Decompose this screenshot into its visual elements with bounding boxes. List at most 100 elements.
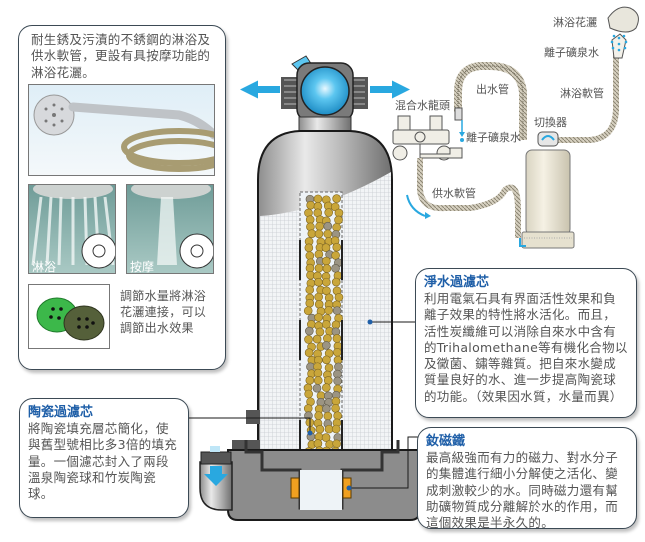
ceramic-ball bbox=[324, 306, 334, 315]
water-drops-icon bbox=[610, 34, 628, 52]
shower-feature-box: 耐生銹及污漬的不銹鋼的淋浴及供水軟管，更設有具按摩功能的淋浴花灑。 淋浴 bbox=[18, 25, 226, 370]
mixer-faucet-icon bbox=[392, 115, 463, 161]
label-ion-water-top: 離子礦泉水 bbox=[544, 46, 599, 59]
ceramic-ball bbox=[333, 376, 342, 386]
ceramic-ball bbox=[322, 256, 331, 266]
purify-filter-title: 淨水過濾芯 bbox=[424, 275, 490, 290]
ceramic-ball bbox=[322, 320, 331, 329]
ceramic-ball bbox=[323, 411, 333, 421]
ceramic-ball bbox=[312, 334, 322, 344]
label-shower-head: 淋浴花灑 bbox=[553, 16, 597, 29]
ceramic-ball bbox=[314, 249, 324, 259]
ceramic-ball bbox=[332, 223, 341, 232]
ceramic-ball bbox=[322, 404, 331, 414]
ceramic-ball bbox=[323, 221, 333, 231]
ceramic-ball bbox=[314, 292, 323, 302]
ceramic-ball bbox=[304, 243, 314, 253]
ceramic-ball bbox=[315, 327, 325, 337]
ceramic-ball bbox=[322, 341, 331, 350]
label-switch: 切換器 bbox=[534, 116, 567, 129]
inlet-arrow-icon bbox=[204, 466, 228, 486]
ceramic-ball bbox=[305, 215, 315, 224]
label-mixer-faucet: 混合水龍頭 bbox=[395, 99, 450, 112]
ceramic-ball bbox=[322, 264, 332, 273]
shower-head-icon bbox=[607, 6, 639, 33]
ceramic-ball bbox=[324, 208, 333, 217]
installation-diagram bbox=[392, 6, 639, 249]
ceramic-ball bbox=[305, 326, 314, 336]
magnet-box: 釹磁鐵 最高級強而有力的磁力、對水分子的集體進行細小分解使之活化、變成刺激較少的… bbox=[417, 427, 637, 531]
arrow-right-icon bbox=[392, 80, 410, 99]
ceramic-ball bbox=[314, 263, 324, 273]
shower-description: 耐生銹及污漬的不銹鋼的淋浴及供水軟管，更設有具按摩功能的淋浴花灑。 bbox=[31, 32, 211, 80]
ceramic-ball bbox=[334, 362, 343, 372]
ceramic-ball bbox=[313, 194, 323, 204]
ceramic-ball bbox=[331, 424, 341, 434]
ceramic-ball bbox=[332, 306, 342, 315]
ceramic-ball bbox=[314, 300, 324, 309]
ceramic-ball bbox=[331, 251, 340, 260]
purify-filter-box: 淨水過濾芯 利用電氣石具有界面活性效果和負離子效果的特性將水活化。而且，活性炭纖… bbox=[415, 268, 637, 418]
ceramic-ball bbox=[313, 439, 323, 448]
shower-hose bbox=[548, 45, 619, 143]
ceramic-ball bbox=[304, 348, 314, 358]
ceramic-ball bbox=[305, 376, 315, 385]
ceramic-ball bbox=[332, 334, 342, 343]
ceramic-ball bbox=[315, 221, 324, 231]
ceramic-ball bbox=[332, 242, 342, 252]
leader-lines bbox=[188, 319, 418, 491]
ceramic-ball bbox=[303, 404, 313, 413]
olive-adapter-icon bbox=[63, 305, 105, 341]
ceramic-ball bbox=[334, 215, 343, 225]
ceramic-ball bbox=[313, 368, 323, 378]
ceramic-ball bbox=[322, 355, 331, 365]
arrow-left-shaft bbox=[258, 86, 280, 93]
ceramic-ball bbox=[303, 306, 313, 316]
ceramic-ball bbox=[306, 200, 315, 210]
switch-valve-icon bbox=[537, 131, 559, 147]
shower-mode-photo: 淋浴 bbox=[28, 184, 116, 274]
ceramic-ball bbox=[314, 277, 323, 287]
flow-arrows-top bbox=[240, 80, 410, 99]
label-ion-water-faucet: 離子礦泉水 bbox=[466, 131, 521, 144]
ceramic-filter-title: 陶瓷過濾芯 bbox=[28, 405, 94, 420]
ceramic-ball bbox=[314, 229, 324, 239]
flow-adapter-photo bbox=[28, 284, 110, 349]
ceramic-ball bbox=[305, 298, 315, 308]
ceramic-ball bbox=[324, 424, 334, 434]
ceramic-ball bbox=[313, 376, 323, 385]
magnet-left bbox=[290, 477, 300, 499]
purify-filter-text: 利用電氣石具有界面活性效果和負離子效果的特性將水活化。而且，活性炭纖維可以消除自… bbox=[424, 291, 628, 404]
magnet-title: 釹磁鐵 bbox=[426, 434, 466, 449]
ceramic-ball bbox=[324, 363, 334, 373]
ceramic-ball bbox=[331, 264, 340, 273]
water-drop-icon bbox=[460, 138, 464, 142]
ceramic-ball bbox=[304, 389, 313, 399]
label-outlet-pipe: 出水管 bbox=[476, 83, 509, 96]
ceramic-ball bbox=[314, 313, 323, 322]
ceramic-ball bbox=[321, 243, 331, 253]
ceramic-filter-text: 將陶瓷填充層芯簡化，使與舊型號相比多3倍的填充量。一個濾芯封入了兩段溫泉陶瓷球和… bbox=[28, 421, 178, 502]
ceramic-ball bbox=[305, 285, 315, 295]
ceramic-balls bbox=[303, 194, 344, 506]
ceramic-ball bbox=[322, 277, 331, 287]
mode-label-shower: 淋浴 bbox=[32, 260, 57, 274]
ceramic-ball bbox=[333, 411, 342, 421]
mode-label-massage: 按摩 bbox=[130, 260, 155, 274]
ceramic-filter-box: 陶瓷過濾芯 將陶瓷填充層芯簡化，使與舊型號相比多3倍的填充量。一個濾芯封入了兩段… bbox=[19, 398, 189, 518]
supply-hose bbox=[417, 158, 521, 238]
ceramic-ball bbox=[323, 229, 333, 239]
ceramic-ball bbox=[307, 229, 317, 238]
ceramic-ball bbox=[305, 263, 315, 273]
magnet-text: 最高級強而有力的磁力、對水分子的集體進行細小分解使之活化、變成刺激較少的水。同時… bbox=[426, 450, 619, 531]
filter-tank bbox=[199, 130, 421, 521]
label-shower-hose: 淋浴軟管 bbox=[560, 87, 604, 100]
arrow-right-shaft bbox=[370, 86, 392, 93]
ceramic-ball bbox=[314, 411, 323, 420]
ceramic-ball bbox=[332, 439, 341, 449]
label-supply-hose: 供水軟管 bbox=[432, 187, 476, 200]
ceramic-ball bbox=[304, 335, 313, 344]
valve-knob bbox=[300, 66, 350, 116]
ceramic-ball bbox=[333, 347, 342, 357]
